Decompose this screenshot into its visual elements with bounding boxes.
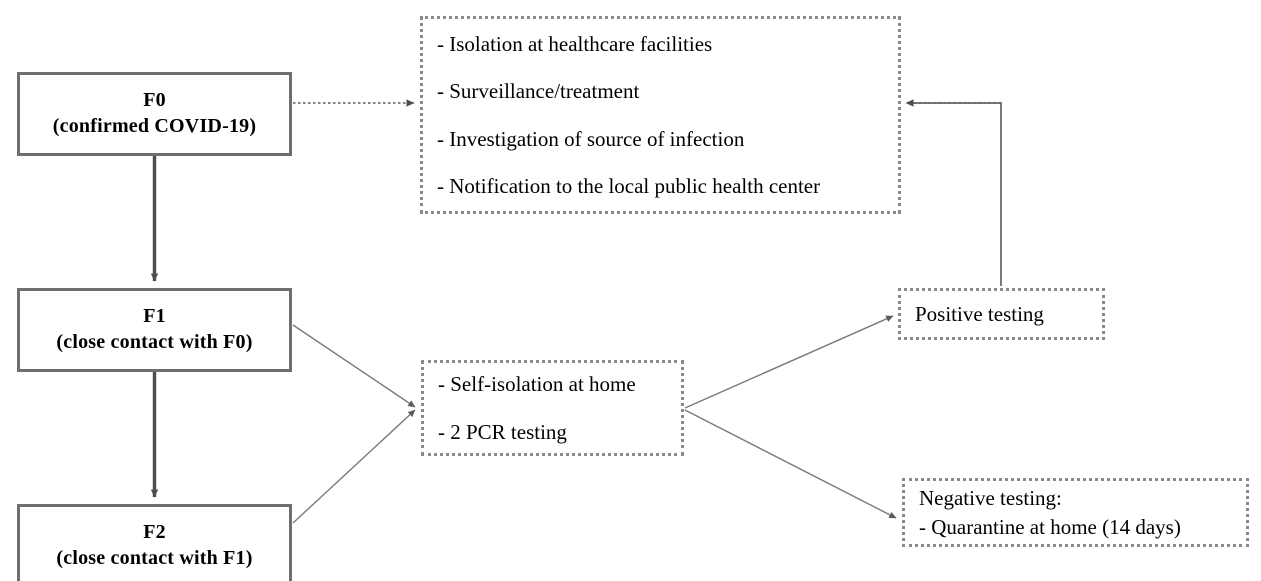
- node-positive-testing[interactable]: Positive testing: [898, 288, 1105, 340]
- node-f0-actions[interactable]: - Isolation at healthcare facilities - S…: [420, 16, 901, 214]
- positive-testing-label: Positive testing: [915, 301, 1044, 326]
- node-f0-line2: (confirmed COVID-19): [52, 115, 257, 137]
- edge-positive-to-actions: [905, 99, 1002, 286]
- action-item-investigation: - Investigation of source of infection: [437, 126, 745, 151]
- edge-isolation-to-negative: [684, 409, 897, 519]
- node-f2[interactable]: F2 (close contact with F1): [17, 504, 292, 581]
- node-f0[interactable]: F0 (confirmed COVID-19): [17, 72, 292, 156]
- node-f2-line1: F2: [143, 521, 166, 544]
- negative-testing-quarantine: - Quarantine at home (14 days): [919, 514, 1181, 539]
- action-item-surveillance: - Surveillance/treatment: [437, 79, 640, 104]
- edge-f2-to-isolation: [292, 409, 416, 524]
- edge-isolation-to-positive: [684, 315, 894, 409]
- node-f0-line1: F0: [143, 89, 166, 112]
- node-self-isolation[interactable]: - Self-isolation at home - 2 PCR testing: [421, 360, 684, 456]
- isolation-item-home: - Self-isolation at home: [438, 372, 636, 397]
- edge-f1-to-isolation: [292, 324, 416, 408]
- node-f2-line2: (close contact with F1): [56, 547, 253, 569]
- node-f1[interactable]: F1 (close contact with F0): [17, 288, 292, 372]
- action-item-notification: - Notification to the local public healt…: [437, 173, 821, 198]
- action-item-isolation: - Isolation at healthcare facilities: [437, 32, 713, 56]
- node-negative-testing[interactable]: Negative testing: - Quarantine at home (…: [902, 478, 1249, 547]
- node-f1-line1: F1: [143, 305, 166, 328]
- node-f1-line2: (close contact with F0): [56, 331, 253, 353]
- isolation-item-pcr: - 2 PCR testing: [438, 419, 567, 444]
- negative-testing-label: Negative testing:: [919, 486, 1062, 511]
